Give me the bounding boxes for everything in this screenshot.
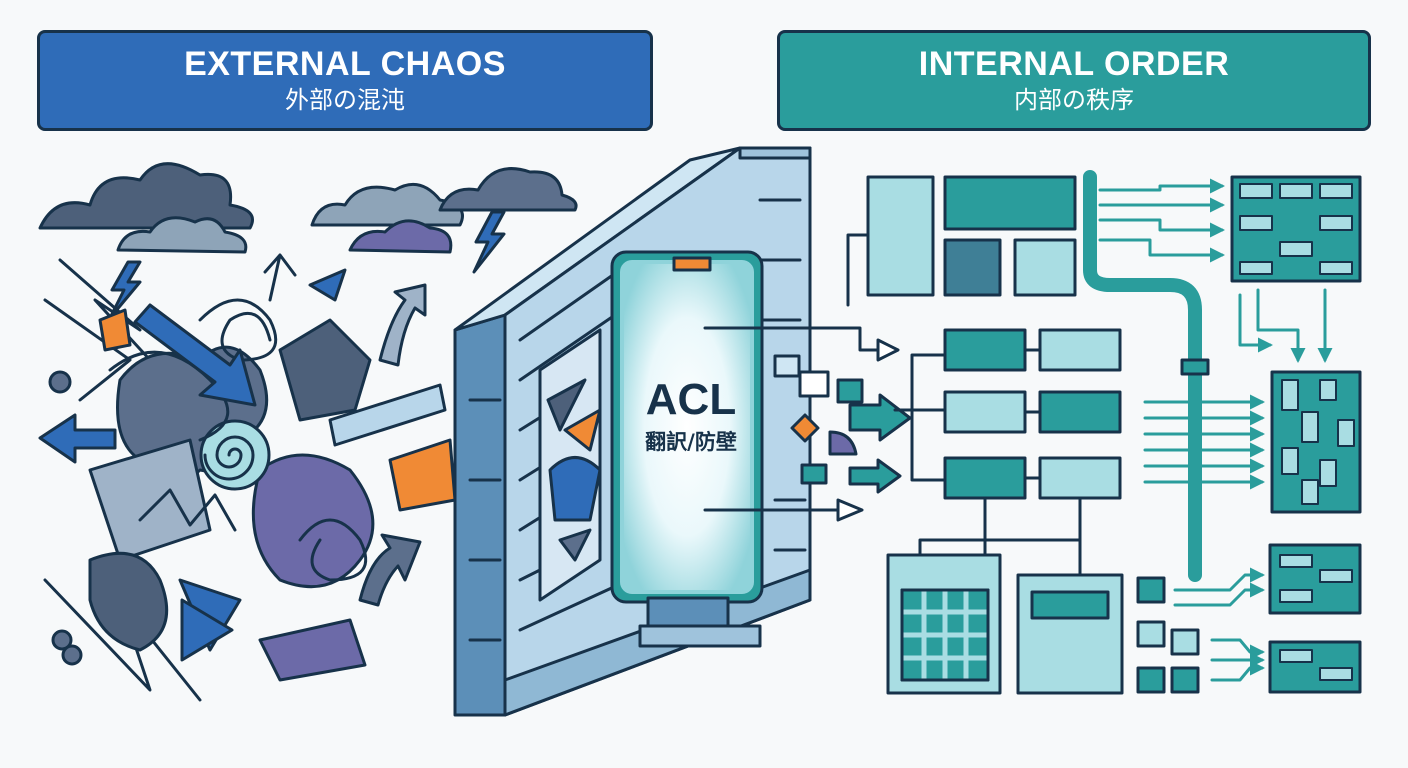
arrow-icon: [358, 533, 422, 607]
cloud-icon: [116, 216, 248, 254]
chaos-blob: [388, 438, 457, 512]
chaos-blob: [251, 453, 375, 589]
external-chaos-title: EXTERNAL CHAOS: [184, 45, 506, 83]
internal-arrows-bottom: [1173, 567, 1265, 682]
internal-bottom-cluster: [886, 553, 1200, 695]
chaos-arrows: [38, 253, 447, 662]
internal-order-subtitle: 内部の秩序: [1014, 86, 1134, 114]
acl-output-arrows: [703, 326, 912, 522]
storm-clouds: [38, 162, 578, 254]
cloud-icon: [38, 162, 254, 230]
lightning-bolts: [108, 210, 506, 320]
arrow-icon: [378, 283, 427, 367]
lightning-icon: [472, 210, 506, 274]
acl-title: ACL: [645, 375, 737, 424]
data-table-top-right: [1230, 175, 1362, 283]
chaos-debris: [43, 258, 457, 702]
chaos-blob: [98, 308, 132, 352]
internal-arrows-mid: [1143, 394, 1265, 490]
arrow-icon: [848, 458, 902, 494]
chaos-blob: [258, 618, 367, 682]
arrow-icon: [848, 393, 912, 442]
acl-label: ACL 翻訳/防壁: [626, 376, 756, 456]
internal-order-title: INTERNAL ORDER: [918, 45, 1230, 83]
internal-top-cluster: [846, 170, 1210, 582]
chaos-blob: [308, 268, 347, 302]
arrow-icon: [876, 338, 900, 362]
cloud-icon: [438, 167, 578, 212]
external-chaos-subtitle: 外部の混沌: [285, 86, 405, 114]
internal-arrows-top: [1098, 178, 1333, 363]
cloud-icon: [310, 182, 464, 227]
chaos-blob: [88, 438, 212, 562]
chaos-blob: [278, 318, 372, 422]
acl-subtitle: 翻訳/防壁: [645, 430, 737, 454]
external-chaos-banner: EXTERNAL CHAOS 外部の混沌: [37, 30, 653, 131]
swirl-icon: [199, 419, 271, 491]
internal-order-banner: INTERNAL ORDER 内部の秩序: [777, 30, 1371, 131]
arrow-icon: [180, 598, 234, 662]
data-table-bottom-right: [1268, 543, 1362, 694]
arrow-icon: [38, 413, 117, 464]
chaos-blob: [88, 551, 169, 652]
acl-gateway: [610, 250, 764, 648]
lightning-icon: [108, 260, 142, 320]
arrow-icon: [133, 303, 257, 407]
arrow-icon: [836, 498, 864, 522]
data-table-mid-right: [1270, 370, 1362, 514]
cloud-icon: [348, 219, 453, 254]
internal-middle-tree: [893, 328, 1122, 577]
acl-side-blocks: [773, 354, 864, 485]
